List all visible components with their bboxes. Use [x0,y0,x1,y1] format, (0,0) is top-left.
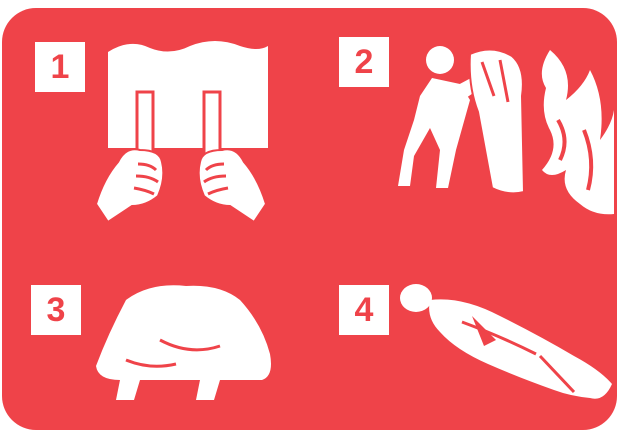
person-wrapped-in-blanket-icon [0,0,619,432]
step-4: 4 [0,0,619,432]
fire-blanket-instructions-panel: 1 2 [0,0,619,432]
